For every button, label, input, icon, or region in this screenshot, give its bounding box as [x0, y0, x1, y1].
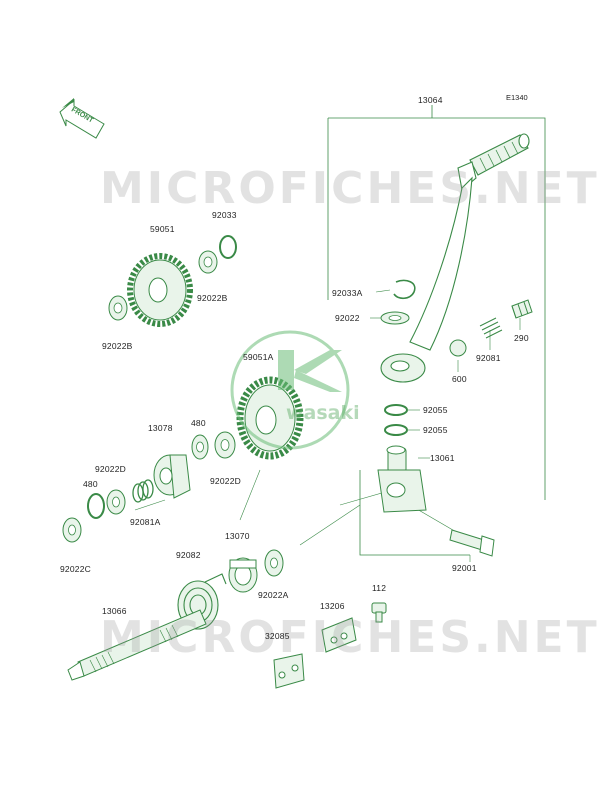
part-label-92082: 92082	[176, 550, 201, 560]
watermark-bottom: MICROFICHES.NET	[100, 612, 600, 663]
ball-600	[449, 339, 467, 357]
part-label-13206: 13206	[320, 601, 345, 611]
o-ring-92055-lower	[384, 424, 408, 436]
part-label-92033: 92033	[212, 210, 237, 220]
washer-92022b-upper	[198, 250, 218, 274]
washer-92022	[380, 311, 410, 325]
part-label-480-left: 480	[83, 479, 98, 489]
leader-lines	[134, 289, 521, 562]
gear-59051	[127, 253, 193, 327]
part-label-92081a: 92081A	[130, 517, 161, 527]
part-label-13066: 13066	[102, 606, 127, 616]
bolt-112	[371, 602, 387, 623]
part-label-92055-lower: 92055	[423, 425, 448, 435]
part-label-59051a: 59051A	[243, 352, 274, 362]
part-label-112: 112	[372, 583, 387, 593]
part-label-92022d-left: 92022D	[95, 464, 126, 474]
part-label-92022d-right: 92022D	[210, 476, 241, 486]
lever-boss-13061	[377, 445, 427, 513]
kick-shaft-13066	[67, 609, 207, 681]
ratchet-13078	[153, 454, 191, 499]
part-label-92022c: 92022C	[60, 564, 91, 574]
part-label-92022b-upper: 92022B	[197, 293, 228, 303]
washer-92022b-lower	[108, 295, 128, 321]
bolt-92001	[449, 529, 495, 557]
part-label-600: 600	[452, 374, 467, 384]
part-label-290: 290	[514, 333, 529, 343]
part-label-92022: 92022	[335, 313, 360, 323]
pin-290	[511, 299, 533, 319]
guide-13070	[228, 557, 258, 593]
part-label-32085: 32085	[265, 631, 290, 641]
diagram-code: E1340	[506, 93, 528, 102]
circlip-480-left	[87, 493, 105, 519]
stopper-13206	[321, 617, 357, 653]
o-ring-92055-upper	[384, 404, 408, 416]
kawasaki-logo-watermark	[230, 330, 350, 450]
part-label-92033a: 92033A	[332, 288, 363, 298]
kick-pedal-arm	[380, 133, 530, 383]
part-label-13064: 13064	[418, 95, 443, 105]
part-label-92081: 92081	[476, 353, 501, 363]
plate-32085	[273, 653, 305, 689]
front-arrow-icon	[59, 98, 105, 139]
circlip-92033a	[393, 279, 416, 300]
spring-92081a	[132, 479, 154, 503]
washer-92022d-left	[106, 489, 126, 515]
part-label-480-center: 480	[191, 418, 206, 428]
washer-92022c	[62, 517, 82, 543]
watermark-top: MICROFICHES.NET	[100, 163, 600, 214]
circlip-92033	[219, 235, 237, 259]
part-label-13061: 13061	[430, 453, 455, 463]
part-label-13078: 13078	[148, 423, 173, 433]
washer-480-center	[191, 434, 209, 460]
assembly-bracket	[327, 105, 546, 556]
spring-92081	[479, 317, 503, 339]
part-label-92001: 92001	[452, 563, 477, 573]
washer-92022d-right	[214, 431, 236, 459]
part-label-92022a: 92022A	[258, 590, 289, 600]
part-label-59051: 59051	[150, 224, 175, 234]
part-label-13070: 13070	[225, 531, 250, 541]
washer-92022a	[264, 549, 284, 577]
part-label-92055-upper: 92055	[423, 405, 448, 415]
watermark-logo-text: wasaki	[286, 402, 360, 424]
part-label-92022b-lower: 92022B	[102, 341, 133, 351]
